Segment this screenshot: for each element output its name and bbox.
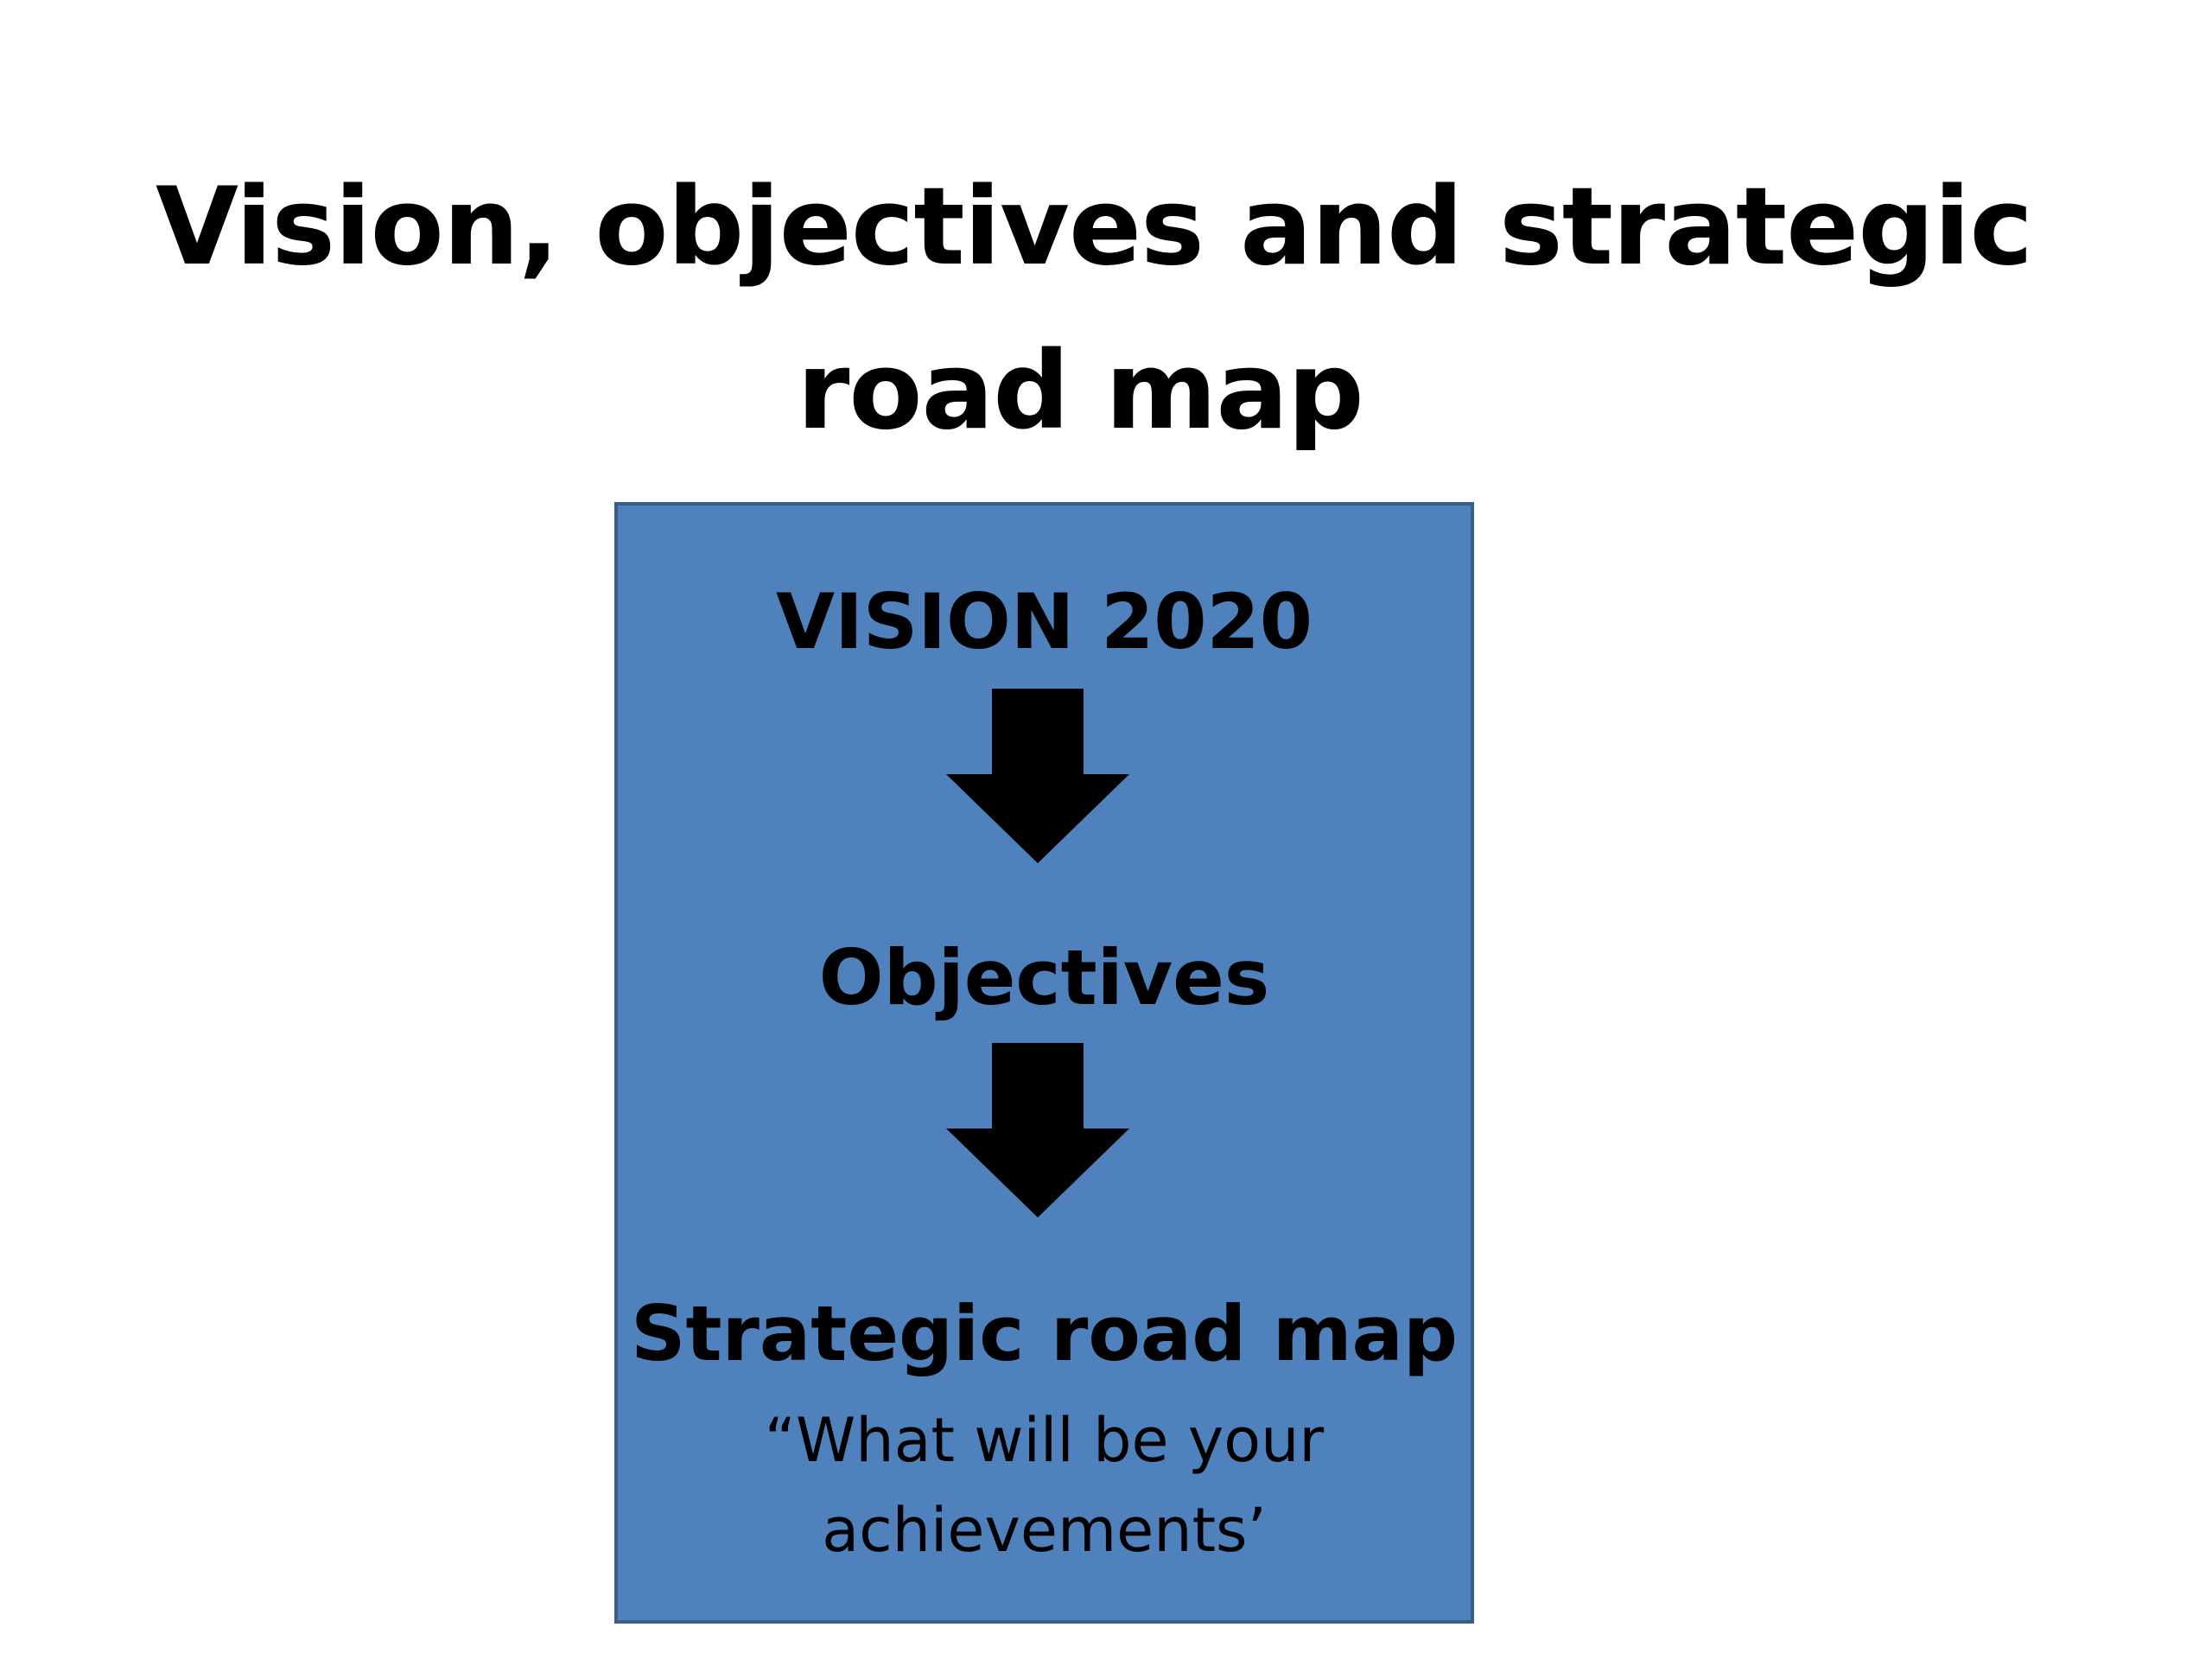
slide-title: Vision, objectives and strategic road ma…: [156, 145, 2033, 474]
step-road-map-label: Strategic road map: [631, 1289, 1458, 1378]
arrow-down-icon: [946, 1043, 1129, 1217]
slide-title-line-1: Vision, objectives and strategic: [156, 165, 2033, 289]
arrow-down-icon-shape: [946, 1043, 1129, 1217]
subtext-line-2: achievements’: [822, 1495, 1267, 1566]
flow-diagram-box: VISION 2020 Objectives Strategic road ma…: [614, 502, 1474, 1624]
step-objectives-label: Objectives: [818, 933, 1270, 1022]
arrow-down-icon-shape: [946, 689, 1129, 863]
subtext-line-1: “What will be your: [764, 1405, 1325, 1476]
step-road-map-subtext: “What will be your achievements’: [618, 1395, 1471, 1575]
slide-title-line-2: road map: [797, 329, 1364, 454]
step-vision-label: VISION 2020: [776, 577, 1313, 666]
arrow-down-icon: [946, 689, 1129, 863]
